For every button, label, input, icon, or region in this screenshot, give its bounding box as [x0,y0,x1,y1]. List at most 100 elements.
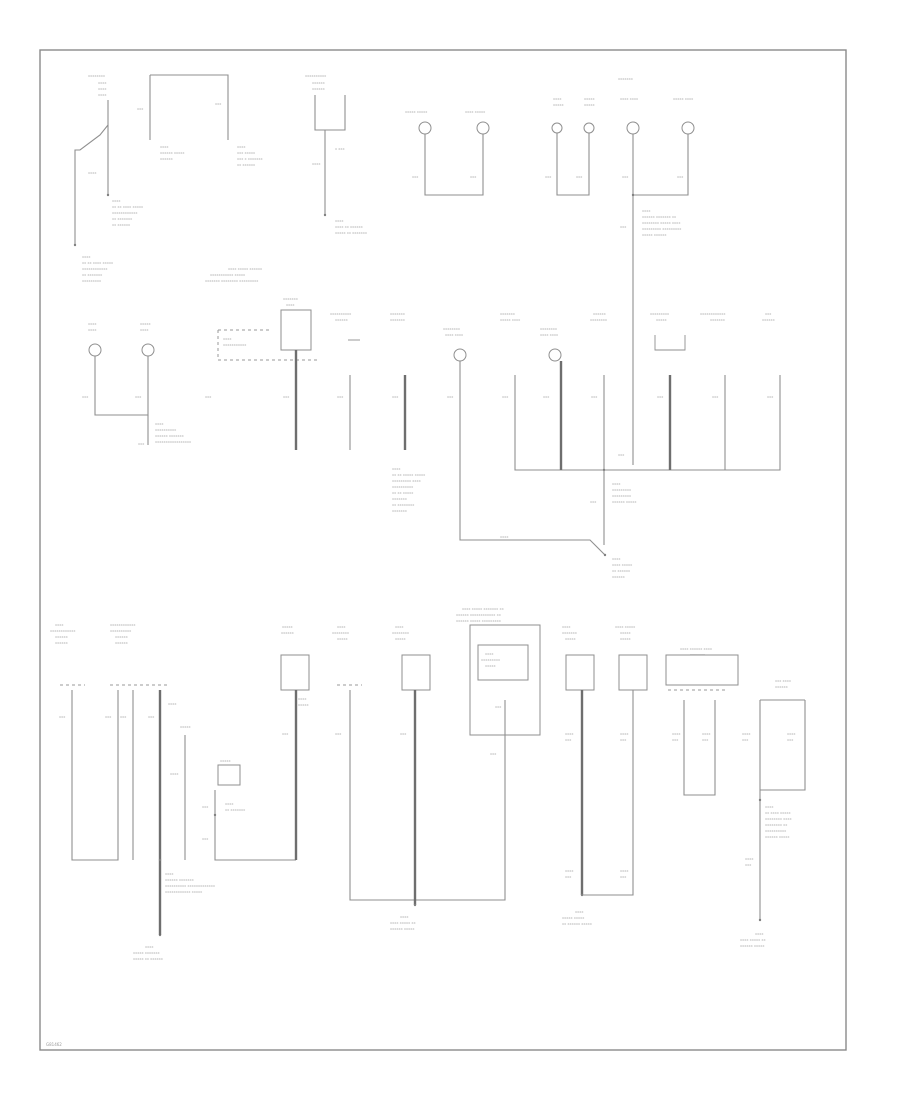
svg-text:xxxx: xxxx [565,869,574,873]
svg-text:xxx: xxx [767,395,774,399]
svg-text:xxxxxxx: xxxxxxx [500,312,516,316]
svg-text:xxx: xxx [495,705,502,709]
svg-text:xxxxxx: xxxxxx [115,635,129,639]
svg-text:xxxxxxxxx: xxxxxxxxx [481,658,501,662]
svg-text:xxxxxxxxxx: xxxxxxxxxx [330,312,352,316]
svg-text:xxxxxxx: xxxxxxx [392,497,408,501]
svg-text:xxxx xxxxx xxxxxxx xx: xxxx xxxxx xxxxxxx xx [462,607,505,611]
svg-text:xxxxxxxx: xxxxxxxx [443,327,461,331]
svg-text:xxx: xxx [591,395,598,399]
svg-text:xxxxx xxxx: xxxxx xxxx [500,318,521,322]
svg-text:xxx xxxxx: xxx xxxxx [237,151,256,155]
svg-text:xxxx xxxxx: xxxx xxxxx [465,110,486,114]
svg-text:xxxxx: xxxxx [220,759,232,763]
svg-text:xxx: xxx [282,732,289,736]
svg-text:xxx: xxx [202,837,209,841]
svg-text:xxxx: xxxx [88,322,97,326]
svg-text:xxx: xxx [545,175,552,179]
svg-text:xxxxxx xxxxx: xxxxxx xxxxx [740,944,765,948]
bottom-section: xxxx xxxxxxxxxxxx xxxxxx xxxxxx xxxxxxxx… [50,607,806,961]
svg-text:xxx: xxx [576,175,583,179]
svg-text:xxx: xxx [618,453,625,457]
svg-text:xxxx: xxxx [165,872,174,876]
svg-text:xxxx: xxxx [140,328,149,332]
svg-text:xxxxxx xxxxxxx: xxxxxx xxxxxxx [155,434,185,438]
svg-text:xxxx xxxx: xxxx xxxx [445,333,464,337]
svg-text:xxx: xxx [148,715,155,719]
svg-text:xxxx: xxxx [565,732,574,736]
svg-text:xxxxxxxxx: xxxxxxxxx [650,312,670,316]
svg-text:xxxxxxx: xxxxxxx [392,509,408,513]
svg-text:xxxxxxxxxxxx: xxxxxxxxxxxx [110,623,136,627]
svg-text:xxx: xxx [335,732,342,736]
svg-text:xxxxx: xxxxx [180,725,192,729]
svg-text:xxx: xxx [745,863,752,867]
svg-text:xxx: xxx [620,225,627,229]
svg-text:xxxxx: xxxxx [584,97,596,101]
svg-text:xxxxx xxxxxxx: xxxxx xxxxxxx [133,951,161,955]
svg-text:xxxxxxxx: xxxxxxxx [392,631,410,635]
svg-text:xxxxxxxx xxxxx xxxx: xxxxxxxx xxxxx xxxx [642,221,681,225]
svg-text:xxxx: xxxx [562,625,571,629]
svg-text:xxxxx xxxxxx: xxxxx xxxxxx [642,233,667,237]
top-right-lamps: xxxxx xxxxx xxxx xxxxx xxx xxx xxxxxxx x… [405,77,695,465]
svg-text:xxxxx: xxxxx [298,703,310,707]
top-left-components: xxxxxxxx xxxx xxxx xxxx xxx xxx xxxx xxx… [73,74,368,283]
svg-text:xxxx: xxxx [575,910,584,914]
svg-text:xxxxx: xxxxx [282,625,294,629]
svg-text:xxx: xxx [712,395,719,399]
svg-text:xxxxxxxxx: xxxxxxxxx [612,488,632,492]
svg-text:xxxx: xxxx [755,932,764,936]
svg-text:xxx: xxx [105,715,112,719]
svg-text:xxxxxx: xxxxxx [160,157,174,161]
svg-text:xxx: xxx [672,738,679,742]
svg-text:xxxxxxx: xxxxxxx [390,318,406,322]
svg-text:xxxx: xxxx [392,467,401,471]
svg-text:xxxxxx: xxxxxx [312,87,326,91]
svg-text:xx xxxxxxx: xx xxxxxxx [112,217,133,221]
svg-text:xxxxx: xxxxx [620,637,632,641]
svg-text:xxxx: xxxx [742,732,751,736]
svg-text:xxxxxxxx xx: xxxxxxxx xx [765,823,788,827]
svg-text:xxx xxxx: xxx xxxx [775,679,792,683]
svg-text:xxx: xxx [565,875,572,879]
svg-text:xxx: xxx [137,107,144,111]
svg-text:xxxx: xxxx [702,732,711,736]
svg-text:xxx: xxx [283,395,290,399]
svg-text:xx xxxxxx: xx xxxxxx [237,163,256,167]
svg-text:xxx: xxx [412,175,419,179]
svg-text:xxx: xxx [392,395,399,399]
svg-text:xxxxxx xxxxx: xxxxxx xxxxx [160,151,185,155]
svg-text:xxxx: xxxx [112,199,121,203]
diagram-border [39,49,847,1051]
svg-text:xxx: xxx [702,738,709,742]
svg-text:xxxx: xxxx [745,857,754,861]
svg-text:xxxxxxxx: xxxxxxxx [88,74,106,78]
svg-text:xxxxxxxxxx: xxxxxxxxxx [305,74,327,78]
svg-text:xxxx: xxxx [286,303,295,307]
svg-text:xxxxx: xxxxx [553,103,565,107]
svg-text:xxxx: xxxx [485,652,494,656]
svg-text:xxxxx xx xxxxxx: xxxxx xx xxxxxx [133,957,164,961]
svg-text:xxxx: xxxx [612,557,621,561]
svg-text:xxxx: xxxx [160,145,169,149]
svg-text:xxx: xxx [620,875,627,879]
svg-text:xxx: xxx [205,395,212,399]
svg-text:xxxxx xxxx: xxxxx xxxx [673,97,694,101]
svg-text:xxxx: xxxx [620,732,629,736]
svg-text:xxxxx: xxxxx [584,103,596,107]
svg-text:xxxxxxx: xxxxxxx [390,312,406,316]
svg-text:xx xx xxxx xxxxx: xx xx xxxx xxxxx [112,205,144,209]
svg-text:xxxx: xxxx [155,422,164,426]
svg-text:xxxxx: xxxxx [620,631,632,635]
svg-text:xxxx: xxxx [395,625,404,629]
svg-text:xxxxxxxxxx: xxxxxxxxxx [392,485,414,489]
svg-text:xxxx: xxxx [225,802,234,806]
svg-text:xxxxxx: xxxxxx [281,631,295,635]
svg-text:xxxx: xxxx [223,337,232,341]
svg-text:xxxxxxxxx: xxxxxxxxx [82,279,102,283]
svg-text:xxxxx: xxxxx [395,637,407,641]
svg-text:xx xxxxxx: xx xxxxxx [112,223,131,227]
svg-text:xxxxxx: xxxxxx [55,635,69,639]
svg-text:xxxx xx xxxxxx: xxxx xx xxxxxx [335,225,364,229]
